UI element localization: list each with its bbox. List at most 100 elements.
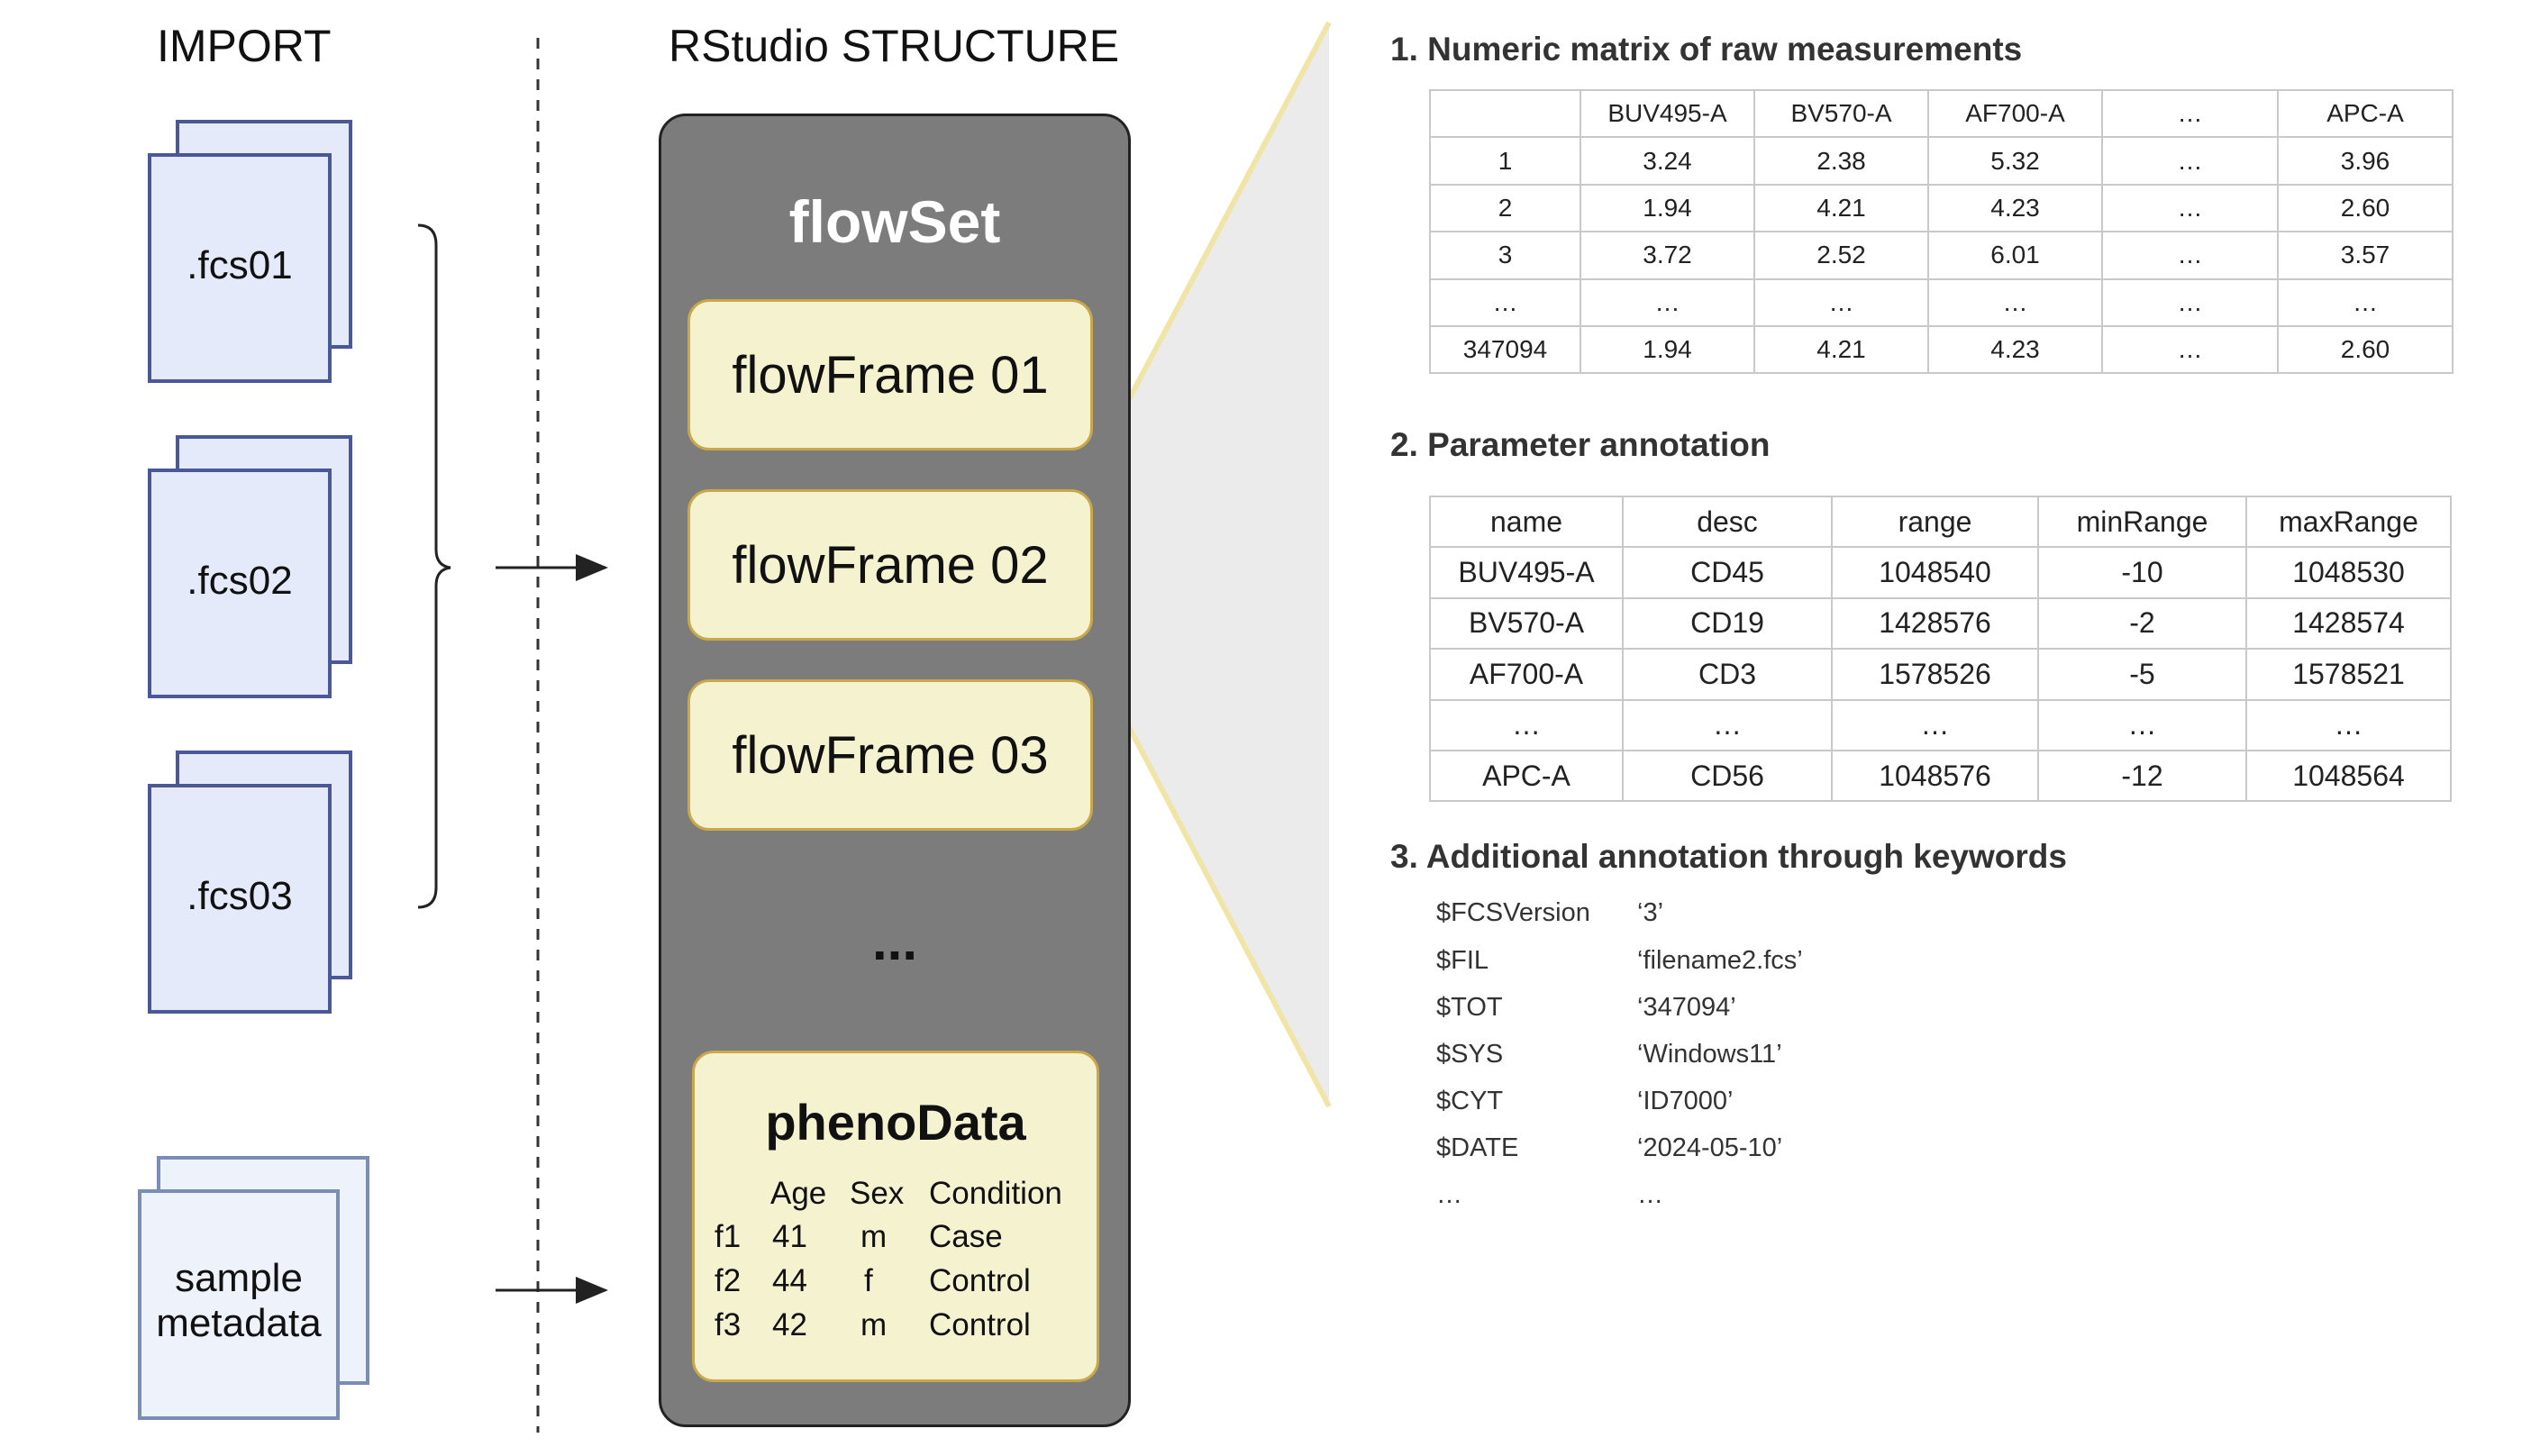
param-cell: … [2245,698,2452,751]
matrix-cell: … [2101,183,2279,233]
param-cell: … [1622,698,1833,751]
raw-measurement-matrix: BUV495-A BV570-A AF700-A … APC-A 1 3.24 … [1429,88,2454,375]
matrix-cell: 2.60 [2277,183,2454,233]
matrix-cell: 5.32 [1927,136,2103,186]
param-cell: -12 [2037,749,2247,803]
param-cell: 1048540 [1831,546,2039,599]
param-cell: … [1831,698,2039,751]
matrix-cell: 2.38 [1753,136,1929,186]
pheno-row-sex: m [860,1307,888,1342]
matrix-cell: 4.21 [1753,324,1929,375]
matrix-cell: 1.94 [1580,324,1755,375]
matrix-cell: 2.60 [2277,324,2454,375]
param-cell: BUV495-A [1429,546,1624,599]
param-cell: 1578526 [1831,648,2039,701]
file-label-fcs03: .fcs03 [187,874,293,918]
file-label-fcs01: .fcs01 [187,243,293,287]
matrix-cell: 3.57 [2277,231,2454,280]
structure-heading: RStudio STRUCTURE [669,21,1120,71]
keyword-value: ‘Windows11’ [1637,1040,1782,1069]
pheno-row-age: 44 [772,1263,807,1298]
param-cell: … [1429,698,1624,751]
matrix-cell: 1.94 [1580,183,1755,233]
flowset-title: flowSet [788,188,1001,255]
pheno-row-id: f1 [715,1219,742,1254]
file-label-fcs02: .fcs02 [187,559,293,603]
param-cell: AF700-A [1429,648,1624,701]
matrix-cell: … [2101,324,2279,375]
keyword-value: ‘ID7000’ [1637,1087,1734,1115]
param-cell: 1048576 [1831,749,2039,803]
matrix-cell: … [1927,278,2103,327]
param-cell: BV570-A [1429,596,1624,651]
phenodata-box: phenoData Age Sex Condition f1 41 m Case… [692,1051,1099,1382]
param-cell: -5 [2037,648,2247,701]
param-header-cell: maxRange [2245,495,2452,549]
matrix-cell: … [2101,278,2279,327]
matrix-header-cell: AF700-A [1927,88,2103,139]
param-cell: CD45 [1622,546,1833,599]
param-row: AF700-A CD3 1578526 -5 1578521 [1429,648,2452,701]
section-3-title: 3. Additional annotation through keyword… [1390,838,2067,875]
pheno-row-sex: f [864,1263,873,1298]
matrix-cell: … [1753,278,1929,327]
param-header-cell: desc [1622,495,1833,549]
matrix-cell: 6.01 [1927,231,2103,280]
param-cell: 1428574 [2245,596,2452,651]
matrix-header-cell: BUV495-A [1580,88,1755,139]
file-card-front [148,469,332,698]
phenodata-title: phenoData [765,1094,1026,1151]
file-card-front [148,784,332,1014]
matrix-cell: … [2277,278,2454,327]
pheno-row-age: 42 [772,1307,807,1342]
matrix-cell: 2 [1429,183,1581,233]
matrix-cell: … [1429,278,1581,327]
param-cell: -2 [2037,596,2247,651]
matrix-row: 1 3.24 2.38 5.32 … 3.96 [1429,136,2454,186]
keyword-key: $DATE [1436,1133,1519,1162]
matrix-header-cell: … [2101,88,2279,139]
matrix-cell: … [2101,136,2279,186]
keyword-value: ‘2024-05-10’ [1637,1133,1783,1162]
param-cell: APC-A [1429,749,1624,803]
pheno-row-condition: Control [929,1263,1031,1298]
matrix-cell: 4.21 [1753,183,1929,233]
matrix-row: 3 3.72 2.52 6.01 … 3.57 [1429,231,2454,280]
matrix-header-cell [1429,88,1581,139]
matrix-row: … … … … … … [1429,278,2454,327]
param-header-cell: range [1831,495,2039,549]
keyword-value: ‘347094’ [1637,993,1736,1022]
section-1-title: 1. Numeric matrix of raw measurements [1390,31,2023,68]
keyword-key: $FIL [1436,946,1489,975]
pheno-row-age: 41 [772,1219,807,1254]
param-row: BV570-A CD19 1428576 -2 1428574 [1429,596,2452,651]
file-card-front [148,153,332,383]
flowframe-03: flowFrame 03 [687,679,1093,831]
keyword-key: … [1436,1180,1462,1209]
matrix-header-cell: BV570-A [1753,88,1929,139]
more-frames-ellipsis: ... [871,911,917,971]
matrix-cell: 4.23 [1927,324,2103,375]
flowframe-02: flowFrame 02 [687,489,1093,641]
matrix-row: 2 1.94 4.21 4.23 … 2.60 [1429,183,2454,233]
keyword-key: $FCSVersion [1436,898,1590,927]
param-cell: 1428576 [1831,596,2039,651]
keyword-value: … [1637,1180,1663,1209]
matrix-cell: 1 [1429,136,1581,186]
import-heading: IMPORT [157,21,332,71]
matrix-cell: 3 [1429,231,1581,280]
param-cell: CD19 [1622,596,1833,651]
pheno-col-age: Age [770,1176,827,1211]
zoom-wedge [1081,23,1329,1106]
matrix-cell: 3.72 [1580,231,1755,280]
section-2-title: 2. Parameter annotation [1390,426,1771,463]
pheno-row-sex: m [860,1219,888,1254]
matrix-cell: 3.96 [2277,136,2454,186]
param-cell: 1578521 [2245,648,2452,701]
param-row: APC-A CD56 1048576 -12 1048564 [1429,749,2452,803]
parameter-annotation-table: name desc range minRange maxRange BUV495… [1429,495,2452,803]
matrix-cell: … [1580,278,1755,327]
param-header-cell: minRange [2037,495,2247,549]
param-cell: 1048564 [2245,749,2452,803]
param-cell: -10 [2037,546,2247,599]
